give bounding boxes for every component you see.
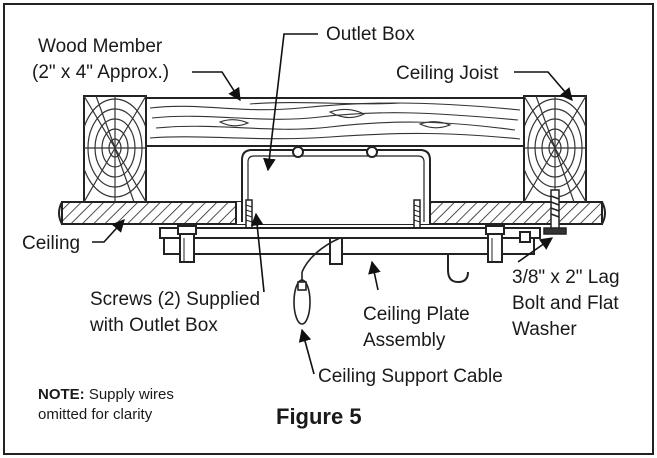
left-ceiling-joist [83, 95, 147, 203]
label-wood-member: Wood Member [38, 36, 163, 57]
label-ceiling-plate-assembly: Assembly [363, 330, 446, 351]
label-lag-bolt: 3/8" x 2" Lag [512, 267, 620, 288]
label-ceiling-plate: Ceiling Plate [363, 304, 470, 325]
outlet-box [241, 146, 431, 222]
figure-caption: Figure 5 [276, 404, 362, 429]
note-line-1: NOTE: Supply wires [38, 386, 174, 403]
label-lag-bolt-washer: Bolt and Flat [512, 293, 619, 314]
note-line-2: omitted for clarity [38, 406, 153, 423]
label-ceiling-joist: Ceiling Joist [396, 63, 499, 84]
lag-bolt [543, 189, 567, 235]
note-bold: NOTE: [38, 386, 85, 403]
label-outlet-box: Outlet Box [326, 24, 415, 45]
figure-border [3, 3, 654, 455]
label-washer: Washer [512, 319, 577, 340]
ceiling-support-cable [293, 237, 341, 325]
label-screws-box: with Outlet Box [89, 315, 218, 336]
note-text: Supply wires [85, 386, 174, 403]
leader-lines [92, 33, 573, 375]
label-support-cable: Ceiling Support Cable [318, 366, 503, 387]
right-ceiling-joist [523, 95, 587, 203]
label-ceiling: Ceiling [22, 233, 80, 254]
label-wood-member-size: (2" x 4" Approx.) [32, 62, 169, 83]
wood-member [145, 97, 525, 147]
label-screws: Screws (2) Supplied [90, 289, 260, 310]
ceiling-plate-assembly [159, 225, 541, 284]
